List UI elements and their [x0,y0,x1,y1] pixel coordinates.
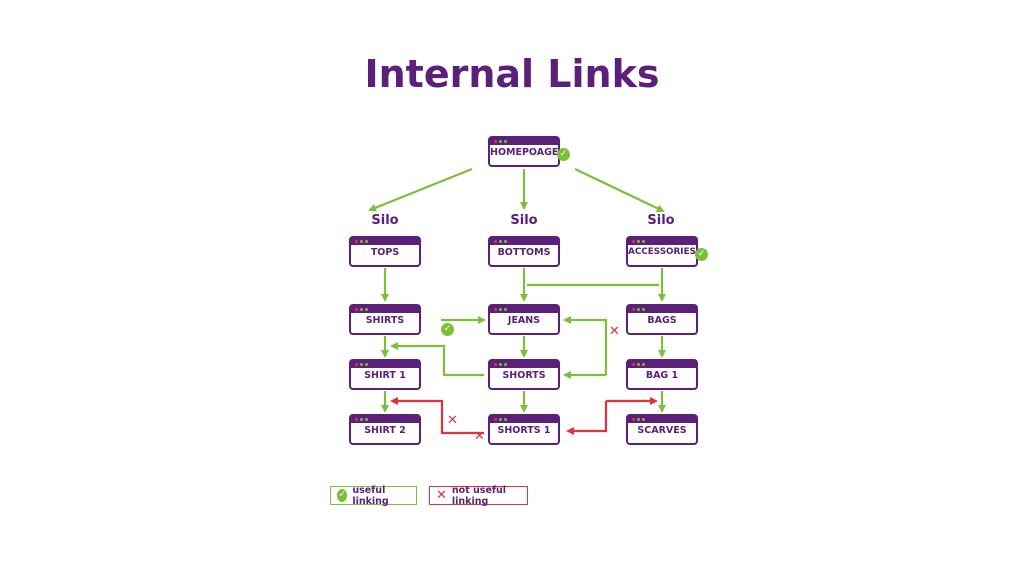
window-bar [628,416,696,423]
node-label: BOTTOMS [497,247,551,258]
legend-not-useful: ✕ not useful linking [429,484,528,507]
window-bar [628,306,696,313]
x-icon: ✕ [447,413,458,428]
node-label: BAG 1 [645,370,679,381]
node-label: HOMEPOAGE [490,147,559,158]
node-bags[interactable]: BAGS [626,304,698,335]
legend-label: useful linking [352,484,389,507]
node-label: SHIRTS [365,315,405,326]
check-circle-icon: ✓ [337,489,348,502]
node-tops[interactable]: TOPS [349,236,421,267]
node-shirt1[interactable]: SHIRT 1 [349,359,421,390]
node-label: SHIRT 2 [364,425,406,436]
node-shorts[interactable]: SHORTS [488,359,560,390]
window-bar [351,361,419,368]
window-bar [490,238,558,245]
node-label: TOPS [370,247,400,258]
window-bar [628,238,696,245]
window-bar [351,416,419,423]
silo-label-accessories: Silo [647,213,675,228]
link-homepage-tops [368,167,473,212]
node-shirts[interactable]: SHIRTS [349,304,421,335]
node-scarves[interactable]: SCARVES [626,414,698,445]
window-bar [490,306,558,313]
link-shorts-shirt1 [390,342,484,377]
silo-label-bottoms: Silo [510,213,538,228]
node-bottoms[interactable]: BOTTOMS [488,236,560,267]
node-label: SHORTS 1 [497,425,551,436]
link-scarves-bag1 [566,401,608,435]
x-icon: ✕ [609,324,620,339]
node-bag1[interactable]: BAG 1 [626,359,698,390]
node-label: BAGS [647,315,677,326]
page-title: Internal Links [364,52,660,96]
x-icon: ✕ [436,488,447,503]
window-bar [628,361,696,368]
legend-useful: ✓ useful linking [330,484,417,507]
window-bar [351,306,419,313]
window-bar [490,138,558,145]
link-homepage-accessories [574,168,665,213]
node-label: SCARVES [637,425,687,436]
node-shorts1[interactable]: SHORTS 1 [488,414,560,445]
node-label: SHIRT 1 [364,370,406,381]
check-circle-icon: ✓ [557,148,570,161]
node-jeans[interactable]: JEANS [488,304,560,335]
node-label: SHORTS [502,370,546,381]
window-bar [490,416,558,423]
node-label: ACCESSORIES [628,247,696,257]
check-circle-icon: ✓ [441,323,454,336]
node-homepage[interactable]: HOMEPOAGE [488,136,560,167]
window-bar [490,361,558,368]
check-circle-icon: ✓ [695,248,708,261]
link-shorts1-shirt1 [390,397,484,435]
node-label: JEANS [507,315,541,326]
silo-label-tops: Silo [371,213,399,228]
window-bar [351,238,419,245]
x-icon: ✕ [474,429,485,444]
legend-label: not useful linking [451,484,507,507]
link-bags-jeans [563,316,608,375]
node-accessories[interactable]: ACCESSORIES [626,236,698,267]
node-shirt2[interactable]: SHIRT 2 [349,414,421,445]
